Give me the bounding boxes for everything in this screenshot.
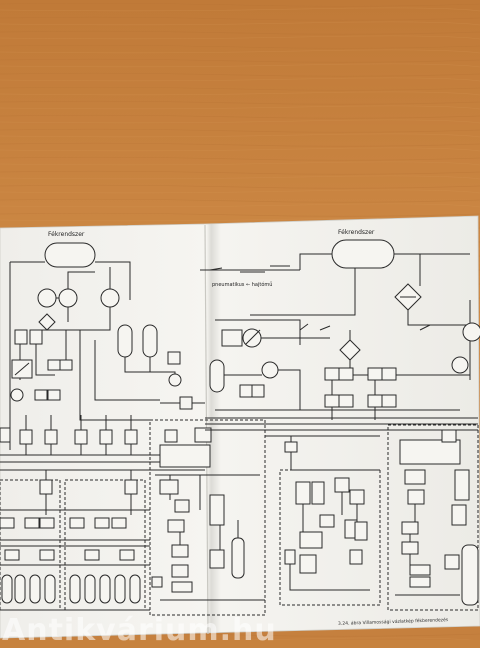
dashed-group-far-right (387, 424, 479, 611)
dashed-group-mid (64, 479, 146, 611)
valve-row-left-2 (0, 470, 150, 566)
accumulator-2 (142, 324, 158, 358)
left-system-label: Fékrendszer (48, 231, 85, 238)
brake-cylinders-left (0, 574, 150, 611)
valve-block-a (14, 329, 28, 345)
pump-symbol-1 (58, 288, 78, 308)
middle-note: pneumatikus ← hajtómű (212, 282, 273, 288)
circuit-diagram (0, 239, 480, 616)
reservoir-tank-right (331, 239, 395, 269)
dashed-group-right (279, 469, 381, 606)
motor-symbol (37, 288, 57, 308)
valve-row-left (0, 415, 205, 471)
reservoir-tank-left (44, 242, 96, 268)
watermark-text: Antikvárium.hu (2, 613, 277, 648)
accumulator-1 (117, 324, 133, 358)
pump-symbol-2 (100, 288, 120, 308)
dashed-group-left (0, 479, 61, 611)
dashed-group-center (149, 419, 266, 616)
right-system-label: Fékrendszer (338, 229, 375, 236)
